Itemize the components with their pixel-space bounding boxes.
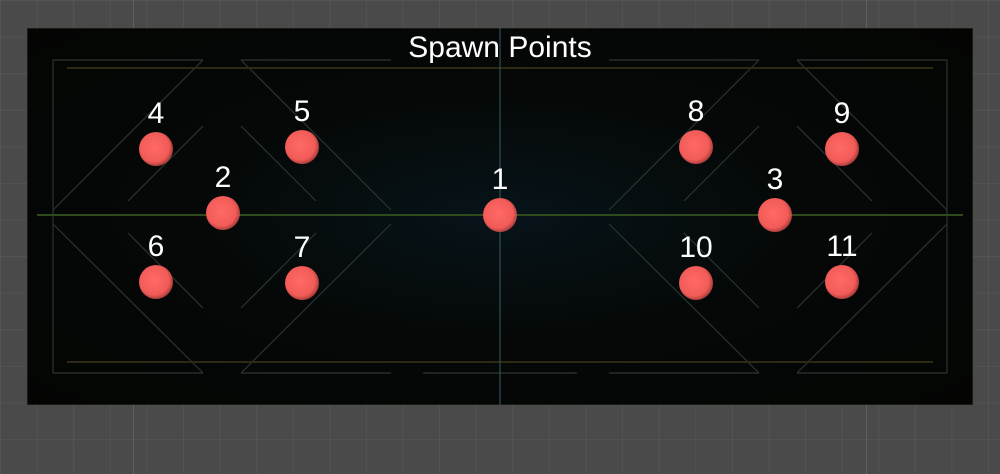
level-geometry xyxy=(37,28,963,405)
spawn-point-label: 3 xyxy=(766,163,784,196)
spawn-point-marker[interactable] xyxy=(679,266,713,300)
spawn-point-marker[interactable] xyxy=(825,265,859,299)
spawn-point-marker[interactable] xyxy=(483,198,517,232)
spawn-point-marker[interactable] xyxy=(679,130,713,164)
spawn-point-marker[interactable] xyxy=(285,266,319,300)
spawn-point-marker[interactable] xyxy=(139,132,173,166)
spawn-point-label: 6 xyxy=(147,230,165,263)
spawn-point-marker[interactable] xyxy=(139,265,173,299)
spawn-point-label: 10 xyxy=(679,231,713,264)
spawn-point-label: 8 xyxy=(687,95,705,128)
scene-title: Spawn Points xyxy=(408,31,592,64)
spawn-point-marker[interactable] xyxy=(825,132,859,166)
spawn-point-label: 1 xyxy=(491,163,509,196)
spawn-point-label: 11 xyxy=(826,230,858,263)
spawn-point-label: 7 xyxy=(293,231,311,264)
spawn-point-label: 5 xyxy=(293,95,311,128)
spawn-point-marker[interactable] xyxy=(206,196,240,230)
spawn-point-label: 2 xyxy=(214,161,232,194)
spawn-point-marker[interactable] xyxy=(758,198,792,232)
spawn-point-marker[interactable] xyxy=(285,130,319,164)
spawn-point-label: 4 xyxy=(147,97,165,130)
spawn-point-label: 9 xyxy=(833,97,851,130)
